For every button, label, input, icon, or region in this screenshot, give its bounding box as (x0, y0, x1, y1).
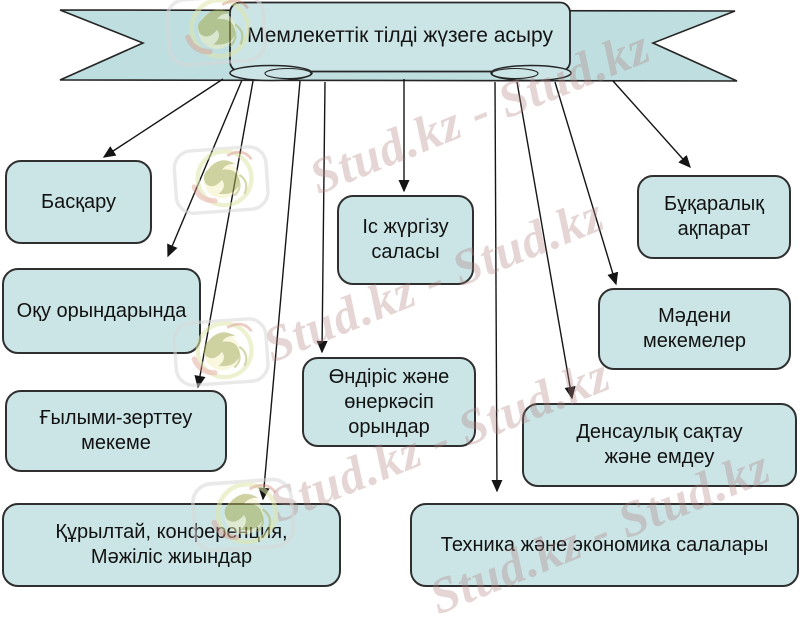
node-label: Іс жүргізу саласы (362, 216, 449, 263)
node-buqaralyq-aqparat: Бұқаралық ақпарат (637, 175, 791, 259)
node-label: Ғылыми-зерттеу мекеме (39, 407, 193, 454)
arrow-to-buqaralyq (612, 80, 691, 169)
node-gylymi-zertteu: Ғылыми-зерттеу мекеме (5, 390, 227, 472)
node-madeni-mekemeler: Мәдени мекемелер (598, 288, 791, 370)
node-label: Оқу орындарында (16, 299, 187, 322)
arrow-to-baskaru (102, 78, 224, 158)
node-label: Мәдени мекемелер (642, 305, 747, 352)
node-is-jurgizu: Іс жүргізу саласы (337, 195, 474, 285)
node-quryltai-konferencia: Құрылтай, конференция, Мәжіліс жиындар (2, 503, 341, 587)
arrow-to-oqu (167, 79, 243, 258)
arrow-to-gylymi (194, 80, 254, 389)
node-ondiris-onerkasip: Өндіріс және өнеркәсіп орындар (302, 357, 476, 447)
arrow-to-densaulyq (516, 81, 576, 400)
node-label: Өндіріс және өнеркәсіп орындар (328, 365, 450, 438)
arrow-to-quryltai (258, 80, 301, 501)
node-oqu-oryndarynda: Оқу орындарында (2, 268, 201, 354)
node-label: Құрылтай, конференция, Мәжіліс жиындар (55, 521, 288, 568)
node-label: Бұқаралық ақпарат (663, 193, 765, 240)
arrow-to-tehnika (491, 81, 503, 493)
node-tehnika-ekonomika: Техника және экономика салалары (410, 503, 799, 587)
node-baskaru: Басқару (5, 160, 152, 244)
node-label: Басқару (40, 190, 117, 213)
banner-title: Мемлекеттік тілді жүзеге асыру (247, 24, 553, 47)
connector-arrows (102, 78, 691, 501)
node-densaulyq-saqtau: Денсаулық сақтау және емдеу (522, 403, 797, 487)
arrow-to-madeni (554, 81, 619, 286)
node-label: Техника және экономика салалары (440, 533, 769, 556)
banner-scroll-shape (229, 1, 572, 82)
arrow-to-ondiris (316, 81, 328, 354)
node-label: Денсаулық сақтау және емдеу (576, 421, 743, 468)
